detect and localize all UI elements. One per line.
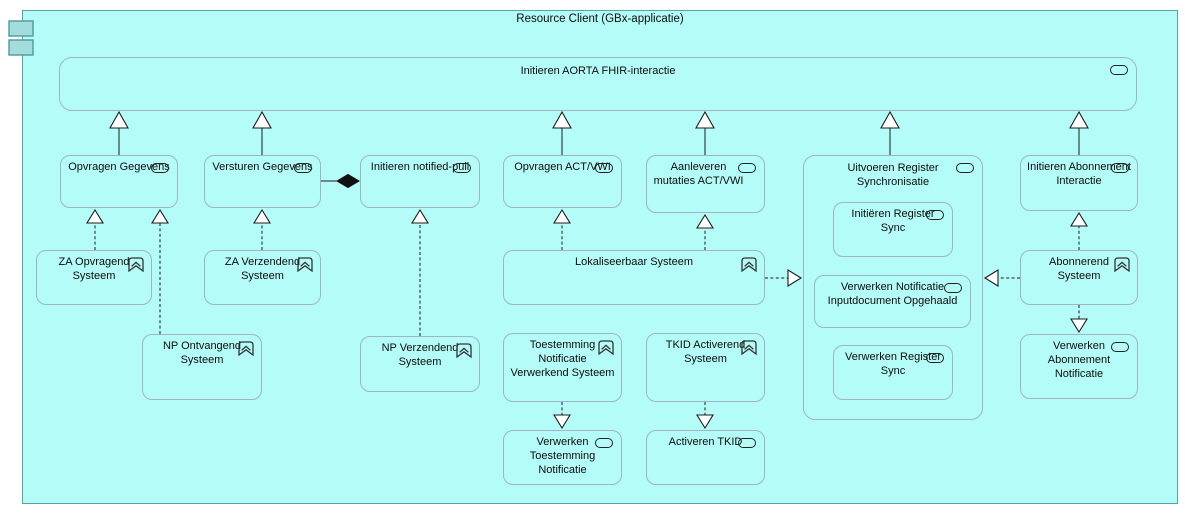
node-label: NP Ontvangend Systeem [162,340,242,366]
node-label: Initieren notified-pull [370,161,470,173]
node-label: NP Verzendend Systeem [381,342,459,368]
node-label: Initiëren Register Sync [851,208,935,234]
application-function-icon [738,438,756,448]
application-function-icon [151,163,169,173]
node-verwerken-register-sync[interactable]: Verwerken Register Sync [833,345,953,400]
application-function-icon [738,163,756,173]
node-initieren-register-sync[interactable]: Initiëren Register Sync [833,202,953,257]
node-label: ZA Verzendend Systeem [224,256,301,282]
node-np-ontvangend-systeem[interactable]: NP Ontvangend Systeem [142,334,262,400]
application-function-icon [956,163,974,173]
node-verwerken-notificatie-inputdocument[interactable]: Verwerken Notificatie Inputdocument Opge… [814,275,971,328]
node-label: Lokaliseerbaar Systeem [574,256,693,268]
application-function-icon [1111,342,1129,352]
node-label: Toestemming Notificatie Verwerkend Syste… [510,339,615,379]
node-label: Initieren AORTA FHIR-interactie [520,65,676,77]
node-aanleveren-mutaties-act-vwi[interactable]: Aanleveren mutaties ACT/VWI [646,155,765,213]
node-label: ZA Opvragend Systeem [58,256,130,282]
node-label: Activeren TKID [668,436,743,448]
application-function-icon [926,210,944,220]
node-lokaliseerbaar-systeem[interactable]: Lokaliseerbaar Systeem [503,250,765,305]
chevron-system-icon [740,256,758,273]
node-initieren-aorta-fhir-interactie[interactable]: Initieren AORTA FHIR-interactie [59,57,1137,111]
application-function-icon [294,163,312,173]
node-label: Verwerken Toestemming Notificatie [529,436,596,476]
chevron-system-icon [1113,256,1131,273]
node-versturen-gegevens[interactable]: Versturen Gegevens [204,155,321,208]
diagram-title: Resource Client (GBx-applicatie) [516,13,684,25]
node-abonnerend-systeem[interactable]: Abonnerend Systeem [1020,250,1138,305]
node-label: Verwerken Register Sync [845,351,941,377]
node-verwerken-toestemming-notificatie[interactable]: Verwerken Toestemming Notificatie [503,430,622,485]
chevron-system-icon [455,342,473,359]
node-opvragen-gegevens[interactable]: Opvragen Gegevens [60,155,178,208]
application-function-icon [595,438,613,448]
node-label: Abonnerend Systeem [1049,256,1109,282]
chevron-system-icon [740,339,758,356]
node-za-opvragend-systeem[interactable]: ZA Opvragend Systeem [36,250,152,305]
node-opvragen-act-vwi[interactable]: Opvragen ACT/VWI [503,155,622,208]
node-label: Versturen Gegevens [212,161,313,173]
node-label: TKID Activerend Systeem [665,339,746,365]
node-initieren-notified-pull[interactable]: Initieren notified-pull [360,155,480,208]
node-label: Initieren Abonnement Interactie [1027,161,1131,187]
application-function-icon [453,163,471,173]
application-function-icon [926,353,944,363]
node-label: Opvragen Gegevens [68,161,170,173]
node-za-verzendend-systeem[interactable]: ZA Verzendend Systeem [204,250,321,305]
node-initieren-abonnement-interactie[interactable]: Initieren Abonnement Interactie [1020,155,1138,211]
application-function-icon [1110,65,1128,75]
chevron-system-icon [296,256,314,273]
node-label: Verwerken Abonnement Notificatie [1047,340,1111,380]
application-function-icon [944,283,962,293]
application-function-icon [1111,163,1129,173]
node-label: Uitvoeren Register Synchronisatie [847,162,939,188]
node-tkid-activerend-systeem[interactable]: TKID Activerend Systeem [646,333,765,402]
node-label: Verwerken Notificatie Inputdocument Opge… [827,281,958,307]
node-verwerken-abonnement-notificatie[interactable]: Verwerken Abonnement Notificatie [1020,334,1138,399]
application-function-icon [595,163,613,173]
node-label: Opvragen ACT/VWI [514,161,611,173]
chevron-system-icon [237,340,255,357]
node-toestemming-notificatie-verwerkend-systeem[interactable]: Toestemming Notificatie Verwerkend Syste… [503,333,622,402]
node-label: Aanleveren mutaties ACT/VWI [653,161,744,187]
chevron-system-icon [127,256,145,273]
node-np-verzendend-systeem[interactable]: NP Verzendend Systeem [360,336,480,392]
chevron-system-icon [597,339,615,356]
node-activeren-tkid[interactable]: Activeren TKID [646,430,765,485]
